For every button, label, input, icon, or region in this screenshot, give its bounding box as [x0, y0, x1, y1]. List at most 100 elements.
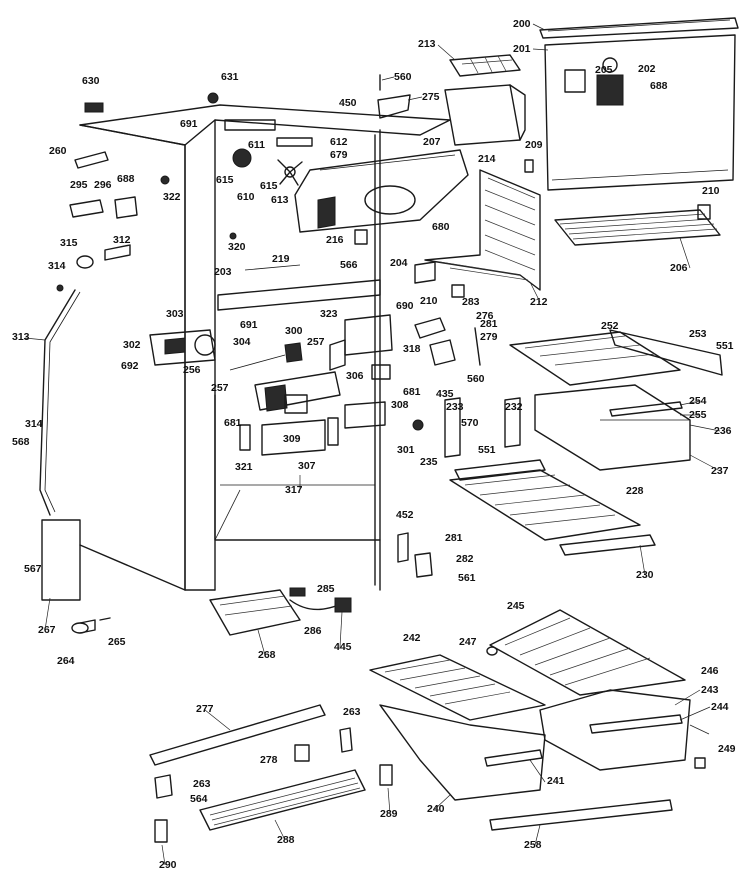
callout-label: 247 — [459, 636, 477, 648]
callout-label: 210 — [702, 185, 720, 197]
part-290 — [154, 819, 168, 843]
callout-label: 249 — [718, 743, 736, 755]
knob — [412, 419, 424, 431]
drain-tube — [39, 289, 81, 516]
callout-label: 212 — [530, 296, 548, 308]
callout-label: 285 — [317, 583, 335, 595]
callout-label: 301 — [397, 444, 415, 456]
meat-pan — [534, 384, 691, 471]
callout-label: 203 — [214, 266, 232, 278]
callout-label: 307 — [298, 460, 316, 472]
callout-label: 561 — [458, 572, 476, 584]
mullion-strip — [217, 264, 381, 311]
ice-bin — [444, 84, 526, 146]
callout-label: 560 — [467, 373, 485, 385]
callout-label: 204 — [390, 257, 408, 269]
crisper-cover-left — [369, 654, 546, 721]
bottom-rail — [489, 799, 673, 831]
callout-label: 551 — [478, 444, 496, 456]
callout-label: 236 — [714, 425, 732, 437]
callout-label: 567 — [24, 563, 42, 575]
callout-label: 300 — [285, 325, 303, 337]
part-612 — [276, 137, 313, 147]
callout-label: 245 — [507, 600, 525, 612]
part-452 — [397, 532, 409, 563]
part-283 — [414, 317, 446, 339]
callout-label: 209 — [525, 139, 543, 151]
callout-label: 235 — [420, 456, 438, 468]
callout-label: 257 — [307, 336, 325, 348]
callout-label: 263 — [343, 706, 361, 718]
callout-label: 551 — [716, 340, 734, 352]
callout-label: 268 — [258, 649, 276, 661]
evaporator-cover — [294, 149, 469, 233]
callout-label: 309 — [283, 433, 301, 445]
freezer-divider-shelf — [424, 169, 541, 291]
callout-labels: 200 201 205 202 688 213 560 631 630 275 … — [12, 18, 736, 871]
callout-label: 213 — [418, 38, 436, 50]
callout-label: 314 — [25, 418, 43, 430]
crisper-cover-right — [489, 609, 686, 696]
part-314 — [56, 284, 64, 292]
callout-label: 232 — [505, 401, 523, 413]
callout-label: 210 — [420, 295, 438, 307]
callout-label: 313 — [12, 331, 30, 343]
callout-label: 257 — [211, 382, 229, 394]
callout-label: 240 — [427, 803, 445, 815]
callout-label: 202 — [638, 63, 656, 75]
callout-label: 613 — [271, 194, 289, 206]
part-282 — [414, 552, 433, 578]
callout-label: 303 — [166, 308, 184, 320]
callout-label: 241 — [547, 775, 565, 787]
part-450 — [377, 94, 411, 119]
top-trim-strip — [539, 17, 739, 39]
callout-label: 219 — [272, 253, 290, 265]
callout-label: 290 — [159, 859, 177, 871]
fan-motor — [232, 148, 252, 168]
part-320 — [229, 232, 237, 240]
callout-label: 679 — [330, 149, 348, 161]
callout-label: 564 — [190, 793, 208, 805]
callout-label: 252 — [601, 320, 619, 332]
part-630 — [84, 102, 104, 113]
callout-label: 258 — [524, 839, 542, 851]
part-289 — [379, 764, 393, 786]
part-210b — [697, 204, 711, 220]
callout-label: 282 — [456, 553, 474, 565]
callout-label: 296 — [94, 179, 112, 191]
callout-label: 445 — [334, 641, 352, 653]
callout-label: 681 — [403, 386, 421, 398]
callout-label: 691 — [240, 319, 258, 331]
callout-label: 615 — [216, 174, 234, 186]
shelf-back-rail — [454, 459, 546, 481]
callout-label: 246 — [701, 665, 719, 677]
part-631 — [207, 92, 219, 104]
part-247 — [486, 646, 498, 656]
callout-label: 277 — [196, 703, 214, 715]
callout-label: 321 — [235, 461, 253, 473]
callout-label: 306 — [346, 370, 364, 382]
callout-label: 611 — [248, 139, 265, 151]
part-263a — [339, 727, 353, 753]
leader-lines — [24, 23, 721, 866]
kick-plate-grille — [199, 769, 366, 831]
callout-label: 680 — [432, 221, 450, 233]
wire-harness — [289, 587, 352, 613]
callout-label: 275 — [422, 91, 440, 103]
callout-label: 688 — [117, 173, 135, 185]
part-260 — [74, 151, 109, 169]
callout-label: 281 — [480, 318, 498, 330]
part-279 — [474, 327, 481, 366]
damper-control — [229, 342, 303, 371]
part-216 — [354, 229, 368, 245]
callout-label: 631 — [221, 71, 239, 83]
callout-label: 281 — [445, 532, 463, 544]
drain-pan — [209, 589, 301, 636]
crisper-pan-right — [539, 689, 691, 771]
front-rail-277 — [149, 704, 326, 766]
callout-label: 279 — [480, 331, 498, 343]
crisper-pan-left — [379, 704, 546, 801]
callout-label: 566 — [340, 259, 358, 271]
callout-label: 267 — [38, 624, 56, 636]
callout-label: 289 — [380, 808, 398, 820]
